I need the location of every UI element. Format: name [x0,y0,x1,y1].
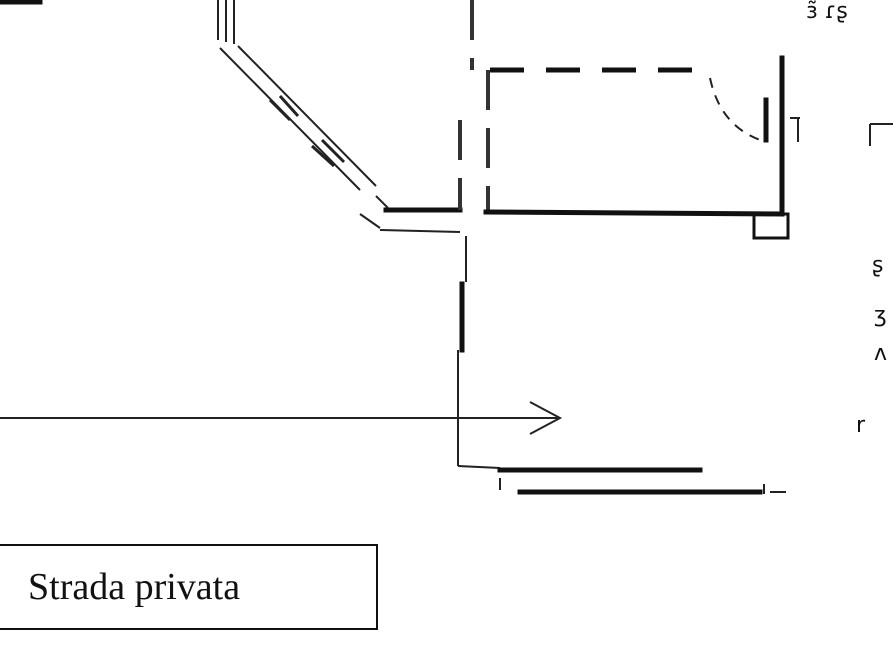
room-walls [483,55,800,240]
svg-text:ʒ: ʒ [874,303,887,328]
wall-junction [375,195,463,233]
street-label: Strada privata [0,544,378,630]
street-label-text: Strada privata [28,566,241,608]
access-arrow [0,401,563,435]
svg-text:ɜ̃ ɾʂ: ɜ̃ ɾʂ [806,0,848,24]
dashed-room-outline [486,67,761,210]
svg-text:ʂ: ʂ [872,253,883,278]
cropped-text-fragments: ɜ̃ ɾʂ ʂ ʒ ʌ r [806,0,893,438]
vertical-wall [457,236,501,469]
svg-text:r: r [856,413,866,438]
svg-text:ʌ: ʌ [874,341,887,366]
bottom-wall [497,467,786,495]
diagonal-wall [217,0,381,229]
